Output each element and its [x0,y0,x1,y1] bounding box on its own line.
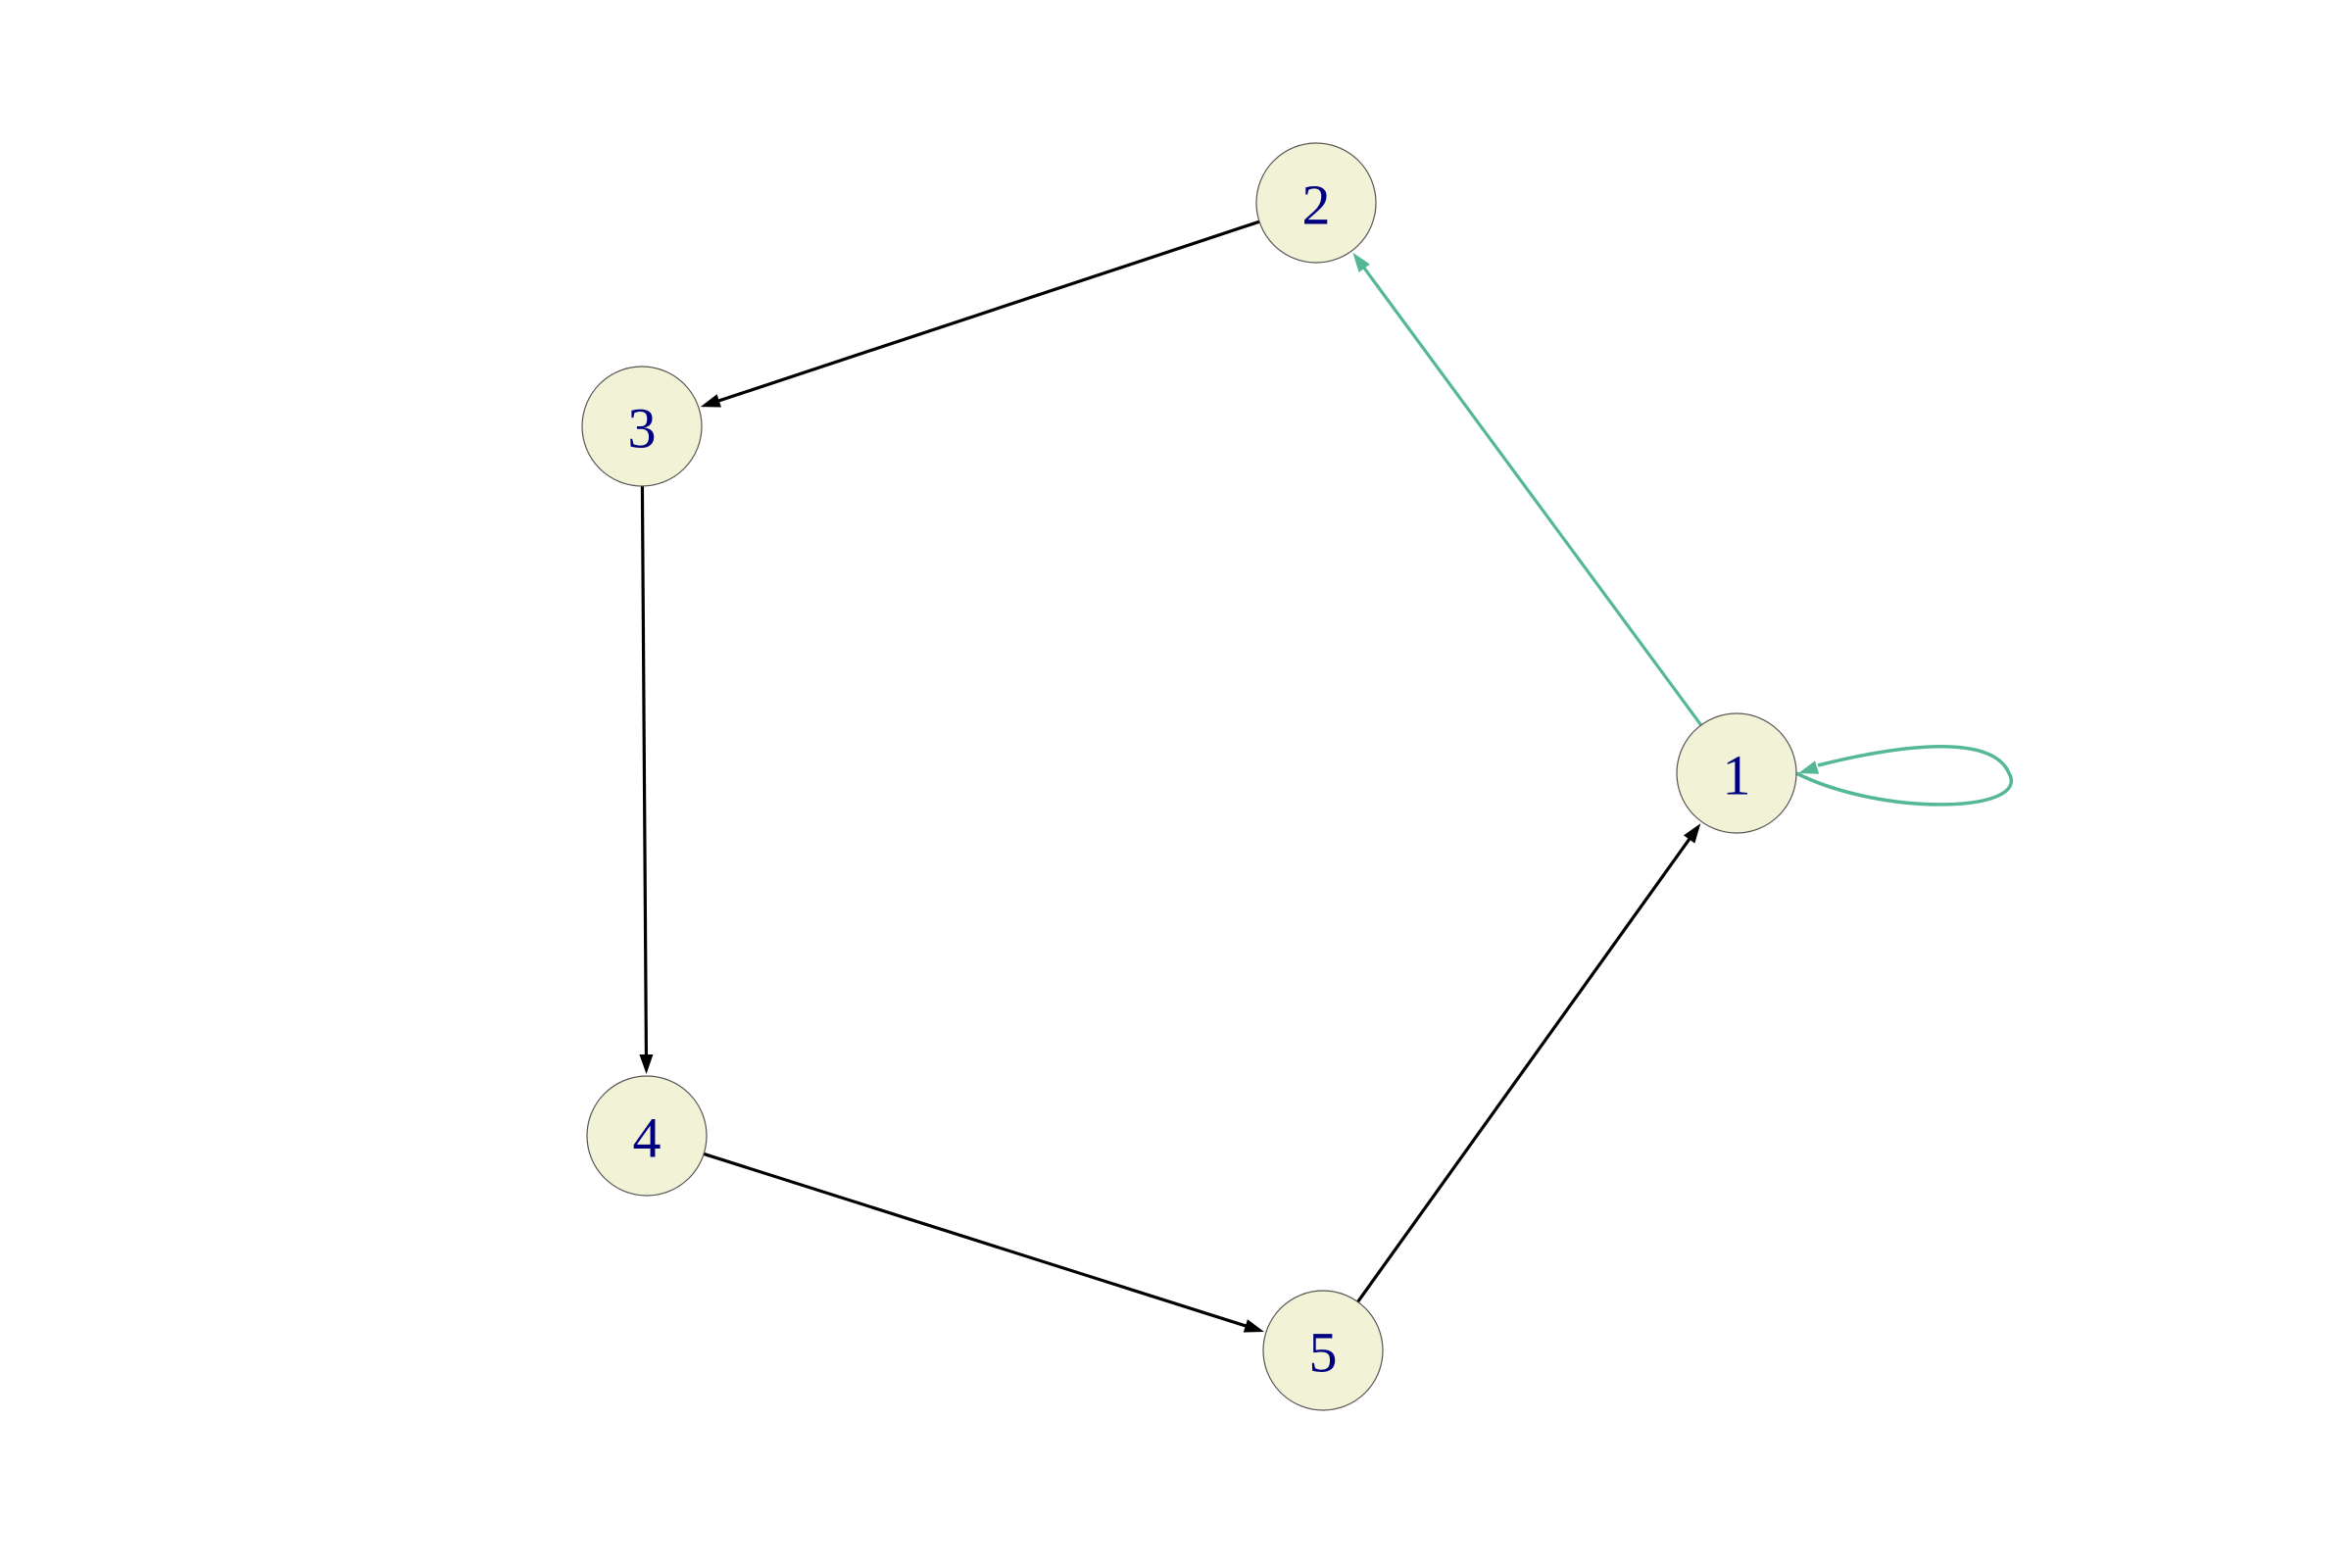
edge-line [703,1152,1252,1330]
node-label: 1 [1723,744,1751,808]
node-2[interactable]: 2 [1255,142,1377,264]
edge-line [712,220,1260,405]
edge-4-to-5 [703,1152,1264,1333]
node-circle [581,366,703,487]
edge-3-to-4 [639,485,654,1075]
arrowhead-icon [1352,252,1370,272]
node-label: 5 [1309,1321,1338,1385]
node-circle [1255,142,1377,264]
node-4[interactable]: 4 [586,1075,708,1197]
edge-2-to-3 [700,220,1260,408]
edge-5-to-1 [1356,823,1701,1303]
edge-line [640,485,649,1061]
arrowhead-icon [1798,760,1820,774]
arrowhead-icon [639,1054,654,1075]
node-circle [1262,1290,1384,1411]
edge-line [1359,263,1703,726]
edge-1-to-2 [1352,252,1703,726]
arrowhead-icon [1683,823,1701,844]
node-circle [586,1075,708,1197]
self-loop-line [1795,745,2014,807]
edge-line [1356,833,1694,1303]
node-5[interactable]: 5 [1262,1290,1384,1411]
node-3[interactable]: 3 [581,366,703,487]
edge-1-to-1 [1795,745,2014,807]
node-label: 2 [1302,173,1331,237]
arrowhead-icon [700,394,721,408]
node-label: 3 [628,397,657,461]
node-circle [1676,712,1797,834]
arrowhead-icon [1243,1319,1264,1333]
node-label: 4 [633,1106,662,1170]
node-1[interactable]: 1 [1676,712,1797,834]
